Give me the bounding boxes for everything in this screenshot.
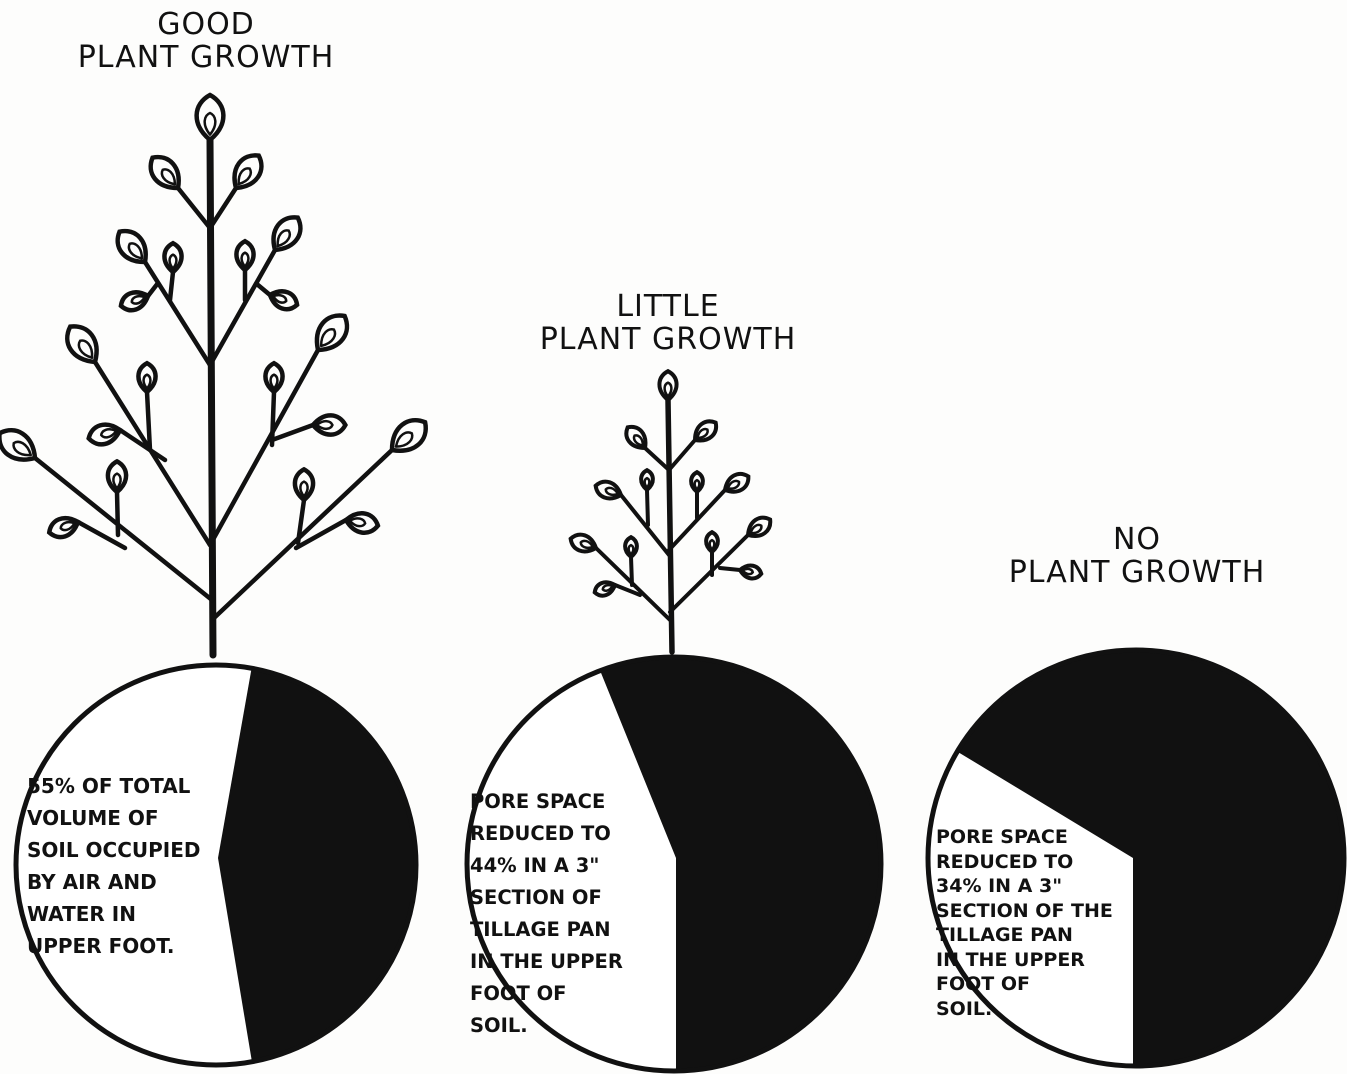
leaf-icon [314,313,350,353]
leaf-icon [234,238,256,273]
leaf-icon [86,422,123,447]
leaf-icon [263,360,285,395]
chart-title-good-growth: GOOD PLANT GROWTH [77,7,335,75]
leaf-icon [722,472,751,494]
leaf-icon [592,580,618,598]
pie-outline [925,647,1347,1069]
leaf-icon [745,515,773,538]
leaf-icon [271,215,303,253]
pie-slice-pore-space [16,664,252,1065]
leaf-icon [115,228,148,265]
leaf-icon [232,153,264,191]
leaf-icon [704,529,720,555]
pie-outline [13,662,419,1068]
pie-label-little-growth: PORE SPACE REDUCED TO 44% IN A 3" SECTIO… [470,790,623,1037]
pie-slice-solids [957,650,1344,1066]
leaf-icon [343,511,381,535]
leaf-icon [194,92,226,143]
leaf-icon [118,290,151,313]
leaf-icon [737,563,764,581]
pie-label-no-growth: PORE SPACE REDUCED TO 34% IN A 3" SECTIO… [936,826,1113,1020]
leaf-icon [568,532,599,554]
pie-slice-solids [218,668,417,1062]
leaf-icon [46,516,81,540]
pie-slice-pore-space [467,670,676,1071]
leaf-icon [0,428,38,462]
leaf-icon [267,289,300,312]
pie-slice-solids [600,656,882,1071]
leaf-icon [692,419,719,443]
pie-outline [464,654,884,1074]
pie-no-growth [925,647,1347,1069]
little-growth-plant-illustration [568,368,773,655]
leaf-icon [162,240,184,275]
leaf-icon [624,424,648,451]
good-growth-plant-illustration [0,92,428,659]
leaf-icon [389,418,428,453]
leaf-icon [310,413,348,437]
leaf-icon [65,324,99,365]
pie-little-growth [464,654,884,1074]
chart-title-little-growth: LITTLE PLANT GROWTH [539,289,797,357]
leaf-icon [657,368,679,403]
leaf-icon [292,466,316,503]
pie-good-growth [13,662,419,1068]
leaf-icon [148,154,181,191]
pie-label-good-growth: 55% OF TOTAL VOLUME OF SOIL OCCUPIED BY … [27,774,201,958]
leaf-icon [105,458,129,495]
leaf-icon [639,467,655,493]
leaf-icon [689,469,705,495]
leaf-icon [623,534,639,560]
chart-title-no-growth: NO PLANT GROWTH [1008,522,1266,590]
pie-slice-pore-space [928,751,1134,1066]
leaf-icon [593,479,624,501]
leaf-icon [136,360,158,395]
